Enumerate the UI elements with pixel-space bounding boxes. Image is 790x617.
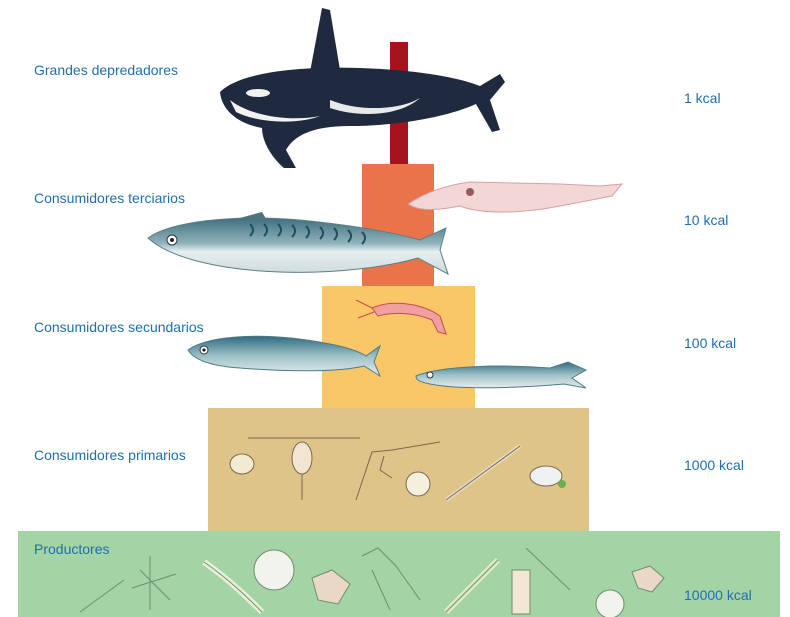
energy-consumidores-terciarios: 10 kcal: [684, 212, 729, 228]
sardine-icon: [187, 335, 382, 378]
orca-icon: [220, 8, 505, 168]
block-consumidores-primarios: [208, 408, 589, 531]
label-consumidores-primarios: Consumidores primarios: [34, 447, 186, 463]
label-productores: Productores: [34, 541, 110, 557]
label-consumidores-terciarios: Consumidores terciarios: [34, 190, 185, 206]
anchovy-icon: [415, 361, 588, 389]
squid-icon: [407, 181, 624, 213]
phytoplankton-icon: [79, 547, 665, 617]
zooplankton-icon: [229, 437, 566, 502]
energy-productores: 10000 kcal: [684, 587, 752, 603]
label-grandes-depredadores: Grandes depredadores: [34, 62, 178, 78]
energy-grandes-depredadores: 1 kcal: [684, 90, 721, 106]
mackerel-icon: [147, 212, 449, 276]
shrimp-icon: [355, 299, 447, 335]
energy-consumidores-primarios: 1000 kcal: [684, 457, 744, 473]
energy-consumidores-secundarios: 100 kcal: [684, 335, 737, 351]
label-consumidores-secundarios: Consumidores secundarios: [34, 319, 204, 335]
